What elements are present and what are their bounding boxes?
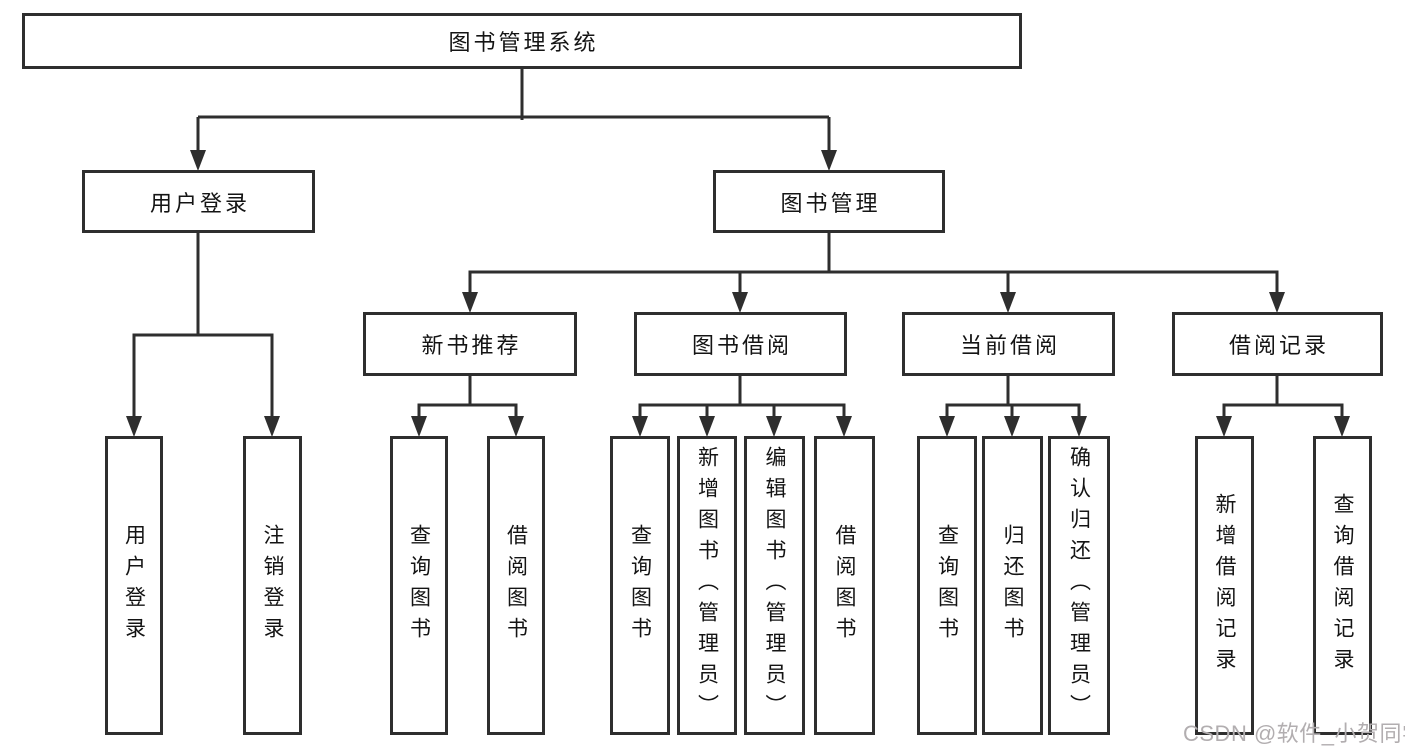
leaf-query-borrow-record: 查询借阅记录 xyxy=(1313,436,1372,735)
leaf-query-books-borrow-label: 查询图书 xyxy=(628,523,652,648)
node-borrow-records: 借阅记录 xyxy=(1172,312,1383,376)
arrow-heads xyxy=(126,150,1350,437)
leaf-logout-label: 注销登录 xyxy=(261,523,284,648)
node-book-borrow: 图书借阅 xyxy=(634,312,847,376)
node-book-management: 图书管理 xyxy=(713,170,945,233)
leaf-query-books-recommend: 查询图书 xyxy=(390,436,448,735)
node-user-login: 用户登录 xyxy=(82,170,315,233)
connector-lines xyxy=(132,69,1344,420)
node-current-borrow: 当前借阅 xyxy=(902,312,1115,376)
node-new-book-recommend: 新书推荐 xyxy=(363,312,577,376)
watermark: CSDN @软件_小贺同学 xyxy=(1183,721,1405,746)
leaf-user-login: 用户登录 xyxy=(105,436,163,735)
leaf-add-borrow-record: 新增借阅记录 xyxy=(1195,436,1254,735)
leaf-query-borrow-record-label: 查询借阅记录 xyxy=(1331,492,1354,679)
leaf-edit-book-admin-label: 编辑图书（管理员） xyxy=(763,446,786,725)
leaf-logout: 注销登录 xyxy=(243,436,302,735)
node-user-login-label: 用户登录 xyxy=(149,190,250,216)
node-book-borrow-label: 图书借阅 xyxy=(691,333,792,358)
leaf-return-book-label: 归还图书 xyxy=(1001,523,1024,648)
node-root-label: 图书管理系统 xyxy=(448,30,599,55)
node-root: 图书管理系统 xyxy=(22,13,1022,69)
leaf-add-book-admin-label: 新增图书（管理员） xyxy=(695,446,719,725)
leaf-user-login-label: 用户登录 xyxy=(122,523,146,648)
leaf-add-book-admin: 新增图书（管理员） xyxy=(677,436,737,735)
node-book-management-label: 图书管理 xyxy=(780,190,881,216)
node-borrow-records-label: 借阅记录 xyxy=(1228,333,1329,358)
leaf-return-book: 归还图书 xyxy=(982,436,1043,735)
leaf-query-books-current: 查询图书 xyxy=(917,436,977,735)
node-new-book-recommend-label: 新书推荐 xyxy=(421,333,522,358)
leaf-borrow-books-borrow-label: 借阅图书 xyxy=(833,523,856,648)
leaf-borrow-books-recommend-label: 借阅图书 xyxy=(504,523,528,648)
leaf-borrow-books-borrow: 借阅图书 xyxy=(814,436,875,735)
leaf-edit-book-admin: 编辑图书（管理员） xyxy=(744,436,805,735)
leaf-query-books-recommend-label: 查询图书 xyxy=(407,523,431,648)
leaf-query-books-current-label: 查询图书 xyxy=(935,523,959,648)
leaf-add-borrow-record-label: 新增借阅记录 xyxy=(1213,492,1236,679)
leaf-confirm-return-admin: 确认归还（管理员） xyxy=(1048,436,1110,735)
leaf-borrow-books-recommend: 借阅图书 xyxy=(487,436,545,735)
leaf-confirm-return-admin-label: 确认归还（管理员） xyxy=(1067,446,1091,725)
node-current-borrow-label: 当前借阅 xyxy=(959,333,1060,358)
leaf-query-books-borrow: 查询图书 xyxy=(610,436,670,735)
